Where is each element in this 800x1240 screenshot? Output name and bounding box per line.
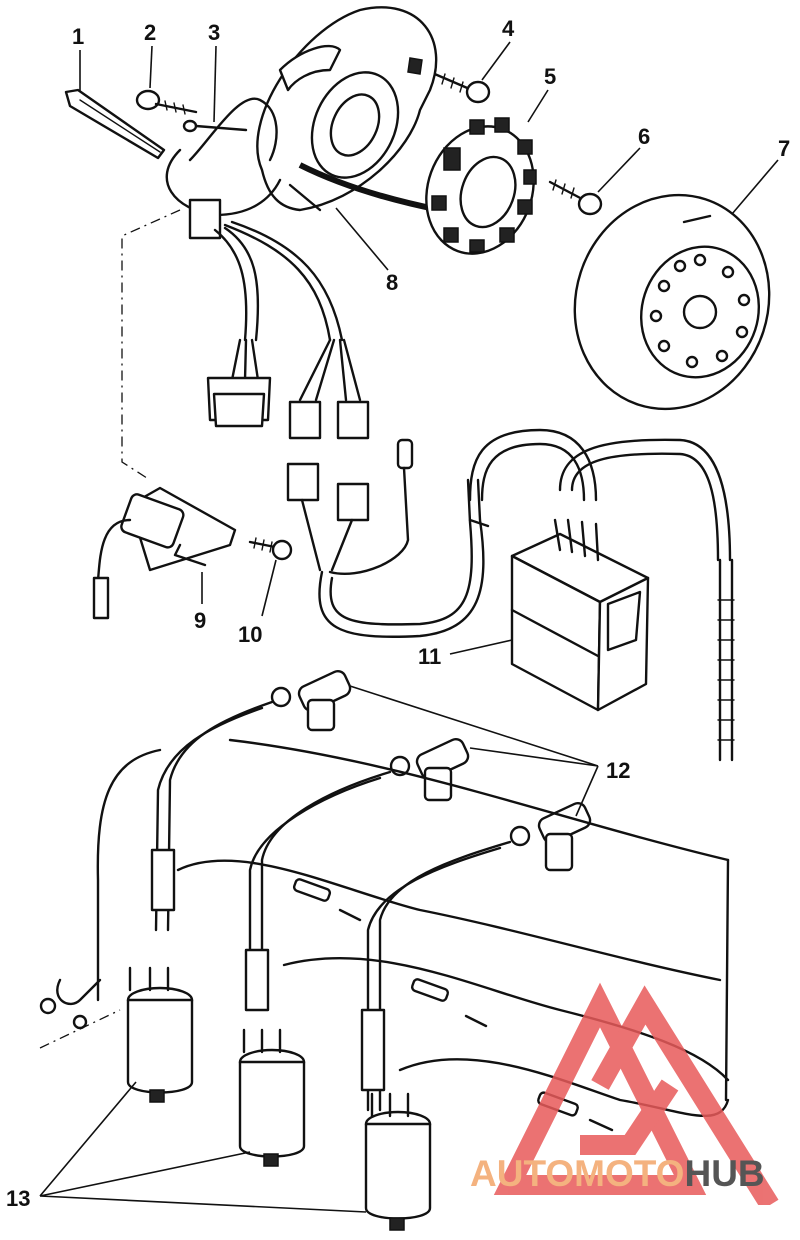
callout-10: 10 — [238, 622, 262, 647]
ignition-coils — [126, 966, 432, 1231]
cdi-harness — [468, 428, 735, 762]
stator-plate — [256, 6, 438, 212]
plug-cap — [389, 737, 470, 802]
regulator — [92, 486, 237, 620]
screw-10 — [248, 537, 293, 561]
callout-3: 3 — [208, 20, 220, 45]
watermark-brand-part1: AUTOMOTO — [470, 1153, 685, 1194]
ignition-coil — [126, 966, 194, 1103]
ignition-coil — [364, 1092, 432, 1231]
callout-2: 2 — [144, 20, 156, 45]
stator-coil — [425, 117, 537, 255]
callout-8: 8 — [386, 270, 398, 295]
callout-9: 9 — [194, 608, 206, 633]
stator-harness — [165, 97, 490, 638]
spark-plug-caps — [270, 669, 592, 872]
pickup-lead — [298, 162, 441, 213]
callout-11: 11 — [418, 644, 441, 669]
leader-lines — [39, 41, 779, 1213]
callout-13: 13 — [6, 1186, 30, 1211]
cdi-box — [510, 518, 650, 712]
watermark-text: AUTOMOTOHUB — [470, 1153, 765, 1195]
callout-5: 5 — [544, 64, 556, 89]
callout-labels: 1 2 3 4 5 6 7 8 9 10 11 12 13 — [6, 16, 790, 1211]
callout-1: 1 — [72, 24, 84, 49]
plug-cap — [270, 669, 352, 732]
ignition-coil — [238, 1028, 306, 1167]
cable-tie — [64, 88, 166, 160]
wire-bracket — [182, 119, 248, 133]
watermark-logo — [493, 982, 779, 1205]
ht-leads — [150, 700, 512, 1112]
callout-12: 12 — [606, 758, 630, 783]
flywheel — [573, 193, 771, 411]
callout-7: 7 — [778, 136, 790, 161]
callout-6: 6 — [638, 124, 650, 149]
callout-4: 4 — [502, 16, 515, 41]
screw-6 — [548, 179, 603, 216]
screw-2 — [135, 89, 198, 115]
dashed-guide-line — [121, 209, 181, 481]
screw-4 — [428, 69, 491, 104]
watermark-brand-part2: HUB — [684, 1153, 765, 1194]
plug-cap — [509, 801, 592, 872]
